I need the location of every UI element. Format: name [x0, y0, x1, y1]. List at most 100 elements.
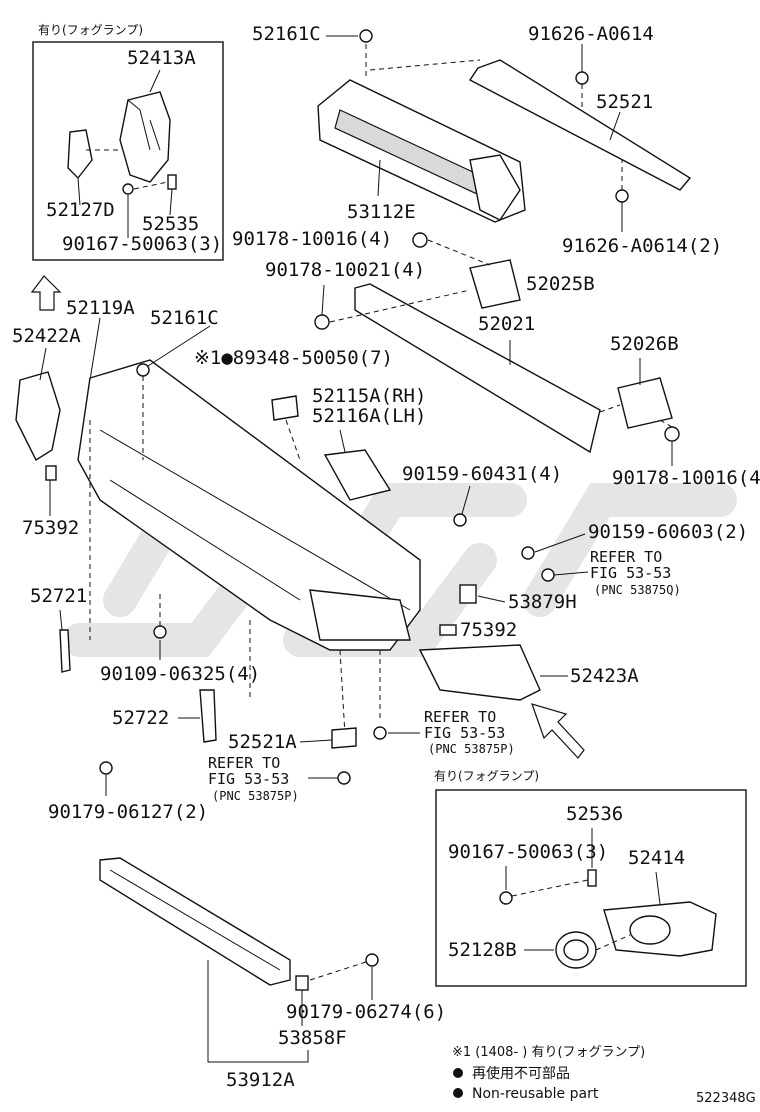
- label-52414: 52414: [628, 847, 685, 869]
- screw-90159-60431: [453, 513, 467, 527]
- nut-90179-06274: [365, 953, 379, 967]
- ref1-line1: REFER TO: [590, 548, 662, 566]
- legend: ※1 (1408- ) 有り(フォグランプ) 再使用不可部品 Non-reusa…: [452, 1045, 756, 1106]
- clip-53879H: [459, 584, 477, 604]
- right-lower-parts: 75392 52423A REFER TO FIG 53-53 (PNC 538…: [373, 548, 681, 759]
- clip-89348: [271, 395, 299, 421]
- bolt-91626-2: [615, 189, 629, 203]
- label-90159-60431: 90159-60431(4): [402, 463, 562, 485]
- label-90179-06127: 90179-06127(2): [48, 801, 208, 823]
- legend-note1: ※1 (1408- ) 有り(フォグランプ): [452, 1045, 645, 1060]
- label-52128B: 52128B: [448, 939, 517, 961]
- fog-cover-52422A: [15, 371, 61, 462]
- ref2-line1: REFER TO: [424, 708, 496, 726]
- nut-52521A: [331, 727, 357, 749]
- label-52025B: 52025B: [526, 273, 595, 295]
- retainer-52115A: [323, 449, 392, 501]
- seal-52722: [199, 689, 217, 743]
- label-90178-10016-b: 90178-10016(4): [612, 467, 760, 489]
- label-52021: 52021: [478, 313, 535, 335]
- bracket-52026B: [617, 377, 673, 429]
- box-title-bottom: 有り(フォグランプ): [434, 769, 539, 783]
- diagram-code: 522348G: [696, 1091, 756, 1106]
- box-title-top: 有り(フォグランプ): [38, 23, 143, 37]
- fog-lamp-box-top-left: 有り(フォグランプ) 52413A 52127D 52535 90167-500…: [32, 23, 224, 261]
- label-52521A: 52521A: [228, 731, 297, 753]
- label-75392-right: 75392: [460, 619, 517, 641]
- middle-lower-parts: 52521A REFER TO FIG 53-53 (PNC 53875P): [208, 727, 357, 803]
- label-52026B: 52026B: [610, 333, 679, 355]
- arrow-indicator-right: [531, 703, 585, 759]
- label-52119A: 52119A: [66, 297, 135, 319]
- ref3-line2: FIG 53-53: [208, 770, 289, 788]
- label-52721: 52721: [30, 585, 87, 607]
- clip-52535: [167, 174, 177, 190]
- lower-moulding-53912A: 90179-06274(6) 53858F 53912A: [99, 857, 446, 1091]
- label-91626-2: 91626-A0614(2): [562, 235, 722, 257]
- clip-52536: [587, 869, 597, 887]
- nut-90178-10016-a: [412, 232, 428, 248]
- label-90109: 90109-06325(4): [100, 663, 260, 685]
- label-90178-10021: 90178-10021(4): [265, 259, 425, 281]
- label-52127D: 52127D: [46, 199, 115, 221]
- ref1-line2: FIG 53-53: [590, 564, 671, 582]
- screw-refer-p1: [373, 726, 387, 740]
- support-52521: 91626-A0614 52521 91626-A0614(2): [369, 23, 722, 257]
- label-90167-b: 90167-50063(3): [448, 841, 608, 863]
- seal-52721: [59, 629, 71, 673]
- label-90167-a: 90167-50063(3): [62, 233, 222, 255]
- fog-opening: [309, 589, 411, 641]
- label-90179-06274: 90179-06274(6): [286, 1001, 446, 1023]
- ref1-line3: (PNC 53875Q): [594, 583, 681, 597]
- label-53879H: 53879H: [508, 591, 577, 613]
- label-52413A: 52413A: [127, 47, 196, 69]
- label-53858F: 53858F: [278, 1027, 347, 1049]
- legend-nonreusable-jp: 再使用不可部品: [472, 1065, 570, 1082]
- left-side-parts: 52422A 75392 52721 52722 90179-06127(2): [12, 275, 217, 823]
- label-52423A: 52423A: [570, 665, 639, 687]
- screw-refer-q: [541, 568, 555, 582]
- clip-53858F: [295, 975, 309, 991]
- legend-nonreusable-en: Non-reusable part: [472, 1086, 599, 1102]
- screw-52161C-top: [359, 29, 373, 43]
- label-52116A: 52116A(LH): [312, 405, 426, 427]
- screw-52161C-mid: [136, 363, 150, 377]
- bolt-91626-top: [575, 71, 589, 85]
- screw-90167-b: [499, 891, 513, 905]
- bracket-52025B: [469, 259, 521, 309]
- label-89348: ※1●89348-50050(7): [194, 347, 393, 369]
- screw-90167-a: [122, 183, 134, 195]
- label-52161C-top: 52161C: [252, 23, 321, 45]
- label-52521: 52521: [596, 91, 653, 113]
- fog-lamp-box-bottom-right: 有り(フォグランプ) 52536 90167-50063(3) 52414 52…: [434, 769, 747, 987]
- label-90178-10016-a: 90178-10016(4): [232, 228, 392, 250]
- label-52115A: 52115A(RH): [312, 385, 426, 407]
- label-52161C-mid: 52161C: [150, 307, 219, 329]
- label-91626-top: 91626-A0614: [528, 23, 654, 45]
- nut-90178-10021: [314, 314, 330, 330]
- screw-90159-60603: [521, 546, 535, 560]
- screw-90179-06127: [99, 761, 113, 775]
- label-53912A: 53912A: [226, 1069, 295, 1091]
- fog-cover-52413A: [119, 91, 171, 183]
- label-52535: 52535: [142, 213, 199, 235]
- legend-dot-1: [453, 1068, 463, 1078]
- label-52536: 52536: [566, 803, 623, 825]
- label-90159-60603: 90159-60603(2): [588, 521, 748, 543]
- label-53112E: 53112E: [347, 201, 416, 223]
- bezel-52127D: [67, 129, 93, 180]
- arrow-indicator-left: [30, 275, 62, 311]
- screw-refer-p2: [337, 771, 351, 785]
- bumper-cover-52119A: 52119A 52161C ※1●89348-50050(7) 52115A(R…: [66, 297, 748, 736]
- ref2-line3: (PNC 53875P): [428, 742, 515, 756]
- label-75392-left: 75392: [22, 517, 79, 539]
- reinforcement-52021: 90178-10016(4) 90178-10021(4) 52025B 520…: [232, 228, 760, 489]
- fog-cover-52423A: [418, 644, 541, 701]
- grille-53112E: 52161C 53112E: [252, 23, 526, 223]
- nut-90178-10016-b: [664, 426, 680, 442]
- label-52722: 52722: [112, 707, 169, 729]
- screw-90109: [153, 625, 167, 639]
- clip-75392-right: [439, 624, 457, 636]
- clip-75392-left: [45, 465, 57, 481]
